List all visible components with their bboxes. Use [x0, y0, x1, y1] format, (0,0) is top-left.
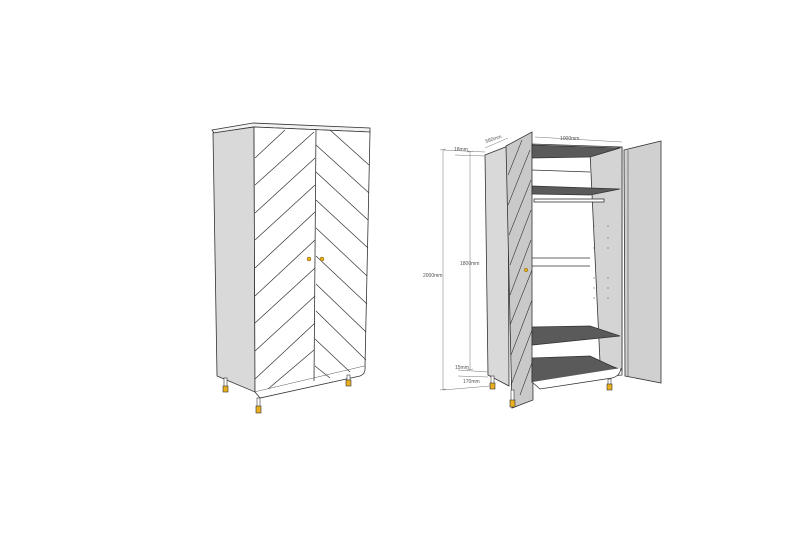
open-wardrobe — [484, 131, 662, 409]
closed-front — [253, 126, 371, 393]
dimension-lines — [439, 136, 623, 391]
open-base — [531, 367, 622, 390]
top-band — [531, 169, 591, 173]
lower-shelf — [531, 325, 621, 346]
closed-base — [254, 365, 366, 399]
dimension-labels: 18mm 580mm 1000mm 2000mm 1800mm 15mm 170… — [423, 134, 579, 385]
left-open-door-pattern — [507, 139, 534, 396]
top-shelf — [531, 144, 621, 159]
dim-top-thickness: 18mm — [454, 147, 468, 153]
open-legs — [489, 375, 613, 408]
open-side-panel — [484, 145, 510, 387]
open-left-knob — [523, 267, 529, 273]
dim-total-height: 2000mm — [423, 273, 442, 279]
left-knob — [306, 256, 312, 262]
dim-base-thickness: 15mm — [455, 365, 469, 371]
shelf-pin-holes — [593, 225, 609, 299]
closed-side-panel — [212, 126, 256, 393]
closed-legs — [222, 374, 352, 414]
right-door-chevron — [314, 129, 370, 379]
dim-depth: 580mm — [485, 134, 503, 145]
right-knob — [319, 256, 325, 262]
dim-body-height: 1800mm — [460, 261, 479, 267]
second-shelf — [531, 185, 621, 196]
hanging-rail — [533, 198, 605, 203]
right-open-door — [623, 140, 662, 384]
closed-wardrobe — [211, 122, 371, 414]
dim-width: 1000mm — [560, 136, 579, 142]
left-door-chevron — [254, 129, 316, 390]
door-split — [313, 128, 317, 382]
dim-leg-height: 170mm — [463, 379, 480, 385]
